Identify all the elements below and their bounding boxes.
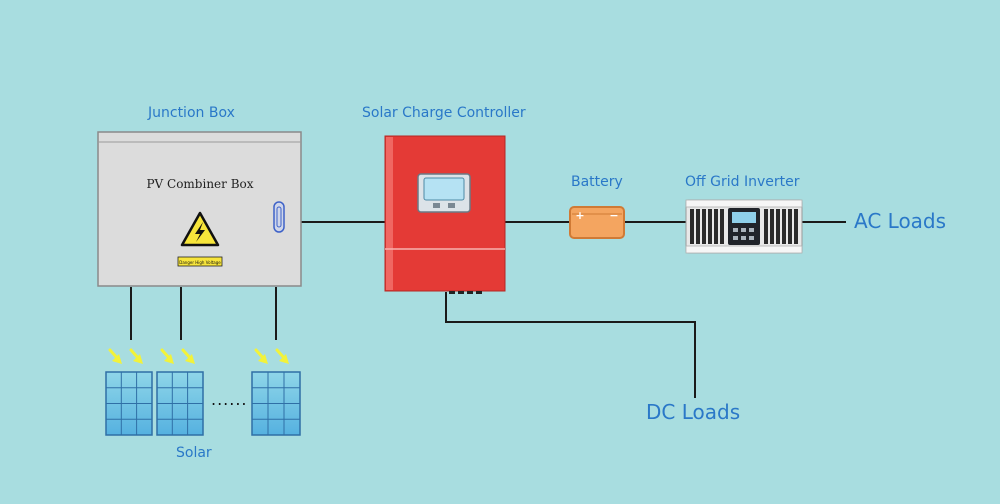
warning-label-plate [177, 256, 223, 267]
inverter-vents-left [690, 209, 724, 244]
wire-controller-to-dc-loads [445, 292, 696, 398]
dc-loads-label: DC Loads [646, 400, 741, 424]
battery: + − [569, 206, 625, 239]
junction-box-label: Junction Box [148, 105, 235, 121]
controller-display [417, 173, 471, 213]
ac-loads-label: AC Loads [854, 209, 947, 233]
paper-clip-icon [273, 201, 285, 233]
high-voltage-warning-icon [180, 211, 220, 247]
solar-charge-controller [384, 135, 506, 294]
solar-panel-2 [156, 371, 204, 436]
inverter-panel [728, 208, 760, 245]
solar-panel-3 [251, 371, 301, 436]
inverter-vents-right [764, 209, 798, 244]
junction-box: PV Combiner Box Danger High Voltage [97, 131, 302, 287]
sun-ray-arrow-icon [108, 348, 289, 364]
controller-terminals [449, 291, 482, 294]
solar-panel-1 [105, 371, 153, 436]
battery-plus-sign: + [575, 209, 584, 222]
combiner-box-title: PV Combiner Box [146, 177, 253, 191]
battery-label: Battery [571, 174, 623, 190]
battery-minus-sign: − [609, 209, 618, 222]
solar-ellipsis: ...... [211, 390, 248, 409]
wires [130, 221, 846, 398]
inverter-label: Off Grid Inverter [685, 174, 800, 190]
solar-label: Solar [176, 445, 212, 461]
off-grid-inverter [685, 199, 803, 254]
warning-label-text: Danger High Voltage [179, 260, 221, 265]
charge-controller-label: Solar Charge Controller [362, 105, 526, 121]
